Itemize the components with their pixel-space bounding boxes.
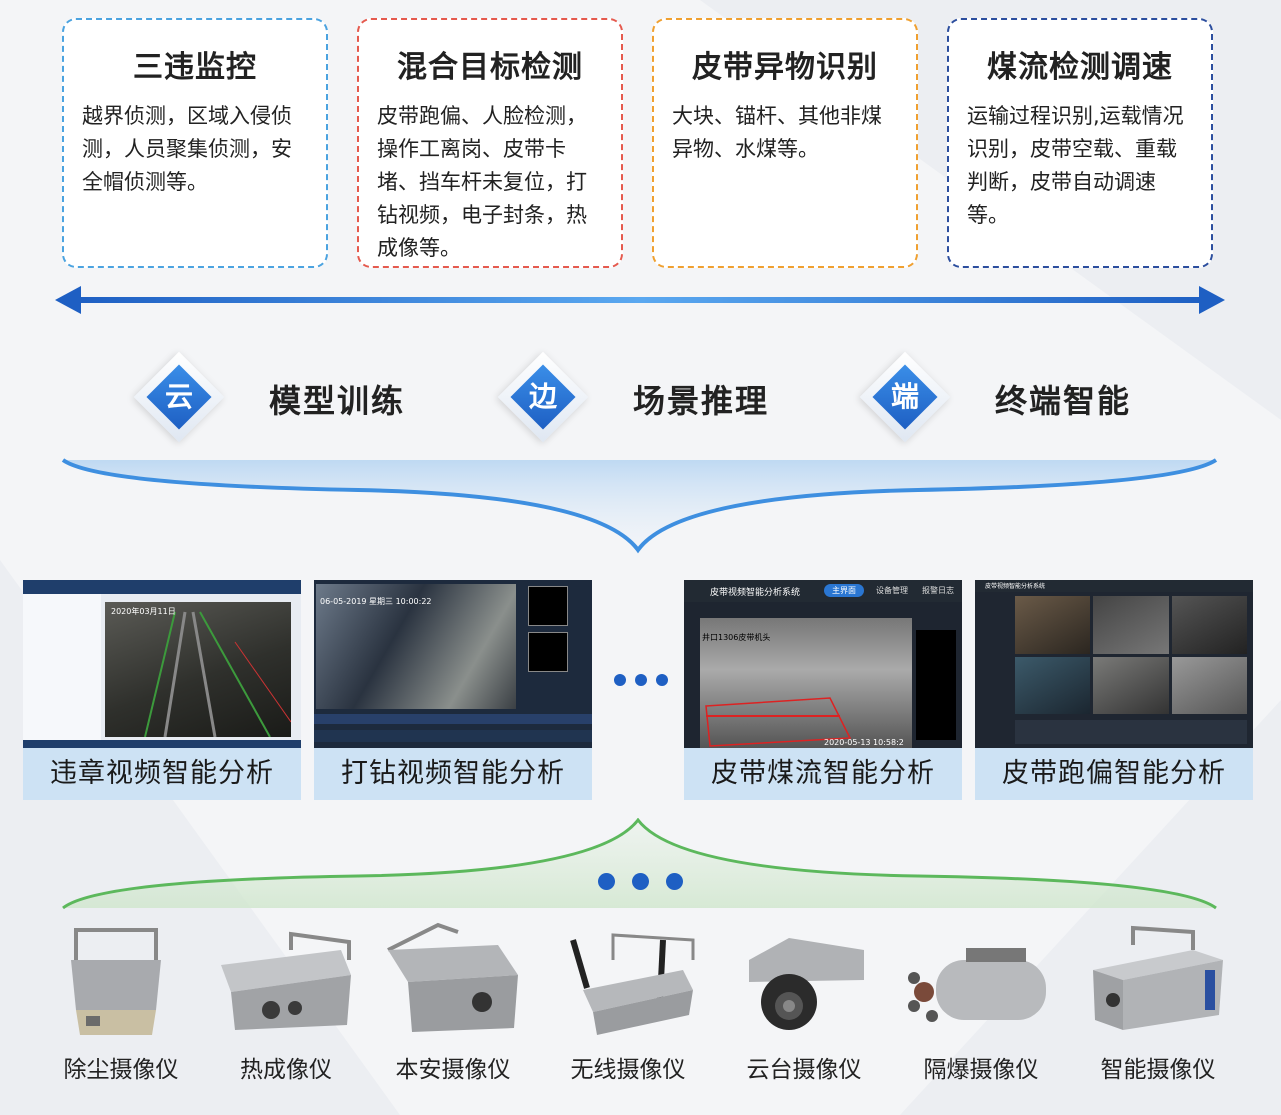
camera-thermal: 热成像仪 [211,920,361,1100]
pillar-label: 场景推理 [633,382,770,420]
video-timestamp: 2020-05-13 10:58:2 [824,738,904,747]
pillar-label: 模型训练 [269,382,406,420]
more-dots [614,671,668,690]
system-title: 皮带视频智能分析系统 [985,583,1046,590]
screen-image: 06-05-2019 星期三 10:00:22 [314,580,592,748]
screenshot-belt-coal-flow: 皮带视频智能分析系统 主界面 设备管理 报警日志 井口1306皮带机头 2020… [684,580,962,800]
double-arrow [55,286,1225,314]
tab-device[interactable]: 设备管理 [876,586,908,595]
system-title: 皮带视频智能分析系统 [710,588,801,598]
card-belt-foreign-object: 皮带异物识别 大块、锚杆、其他非煤异物、水煤等。 [652,18,918,268]
camera-label: 井口1306皮带机头 [702,633,771,642]
camera-dust-removal: 除尘摄像仪 [46,920,196,1100]
card-body: 皮带跑偏、人脸检测，操作工离岗、皮带卡堵、挡车杆未复位，打钻视频，电子封条，热成… [377,104,587,260]
card-title: 皮带异物识别 [692,50,878,85]
diamond-icon: 端 [859,351,951,443]
card-body: 越界侦测，区域入侵侦测，人员聚集侦测，安全帽侦测等。 [82,104,292,194]
green-brace [62,818,1217,910]
screenshot-caption: 违章视频智能分析 [23,748,301,800]
dust-camera-icon [71,928,161,1035]
ptz-camera-icon [749,938,864,1030]
screen-image: 皮带视频智能分析系统 [975,580,1253,748]
explosion-proof-camera-icon [908,948,1046,1022]
card-body: 大块、锚杆、其他非煤异物、水煤等。 [672,104,882,161]
camera-explosion-proof: 隔爆摄像仪 [906,920,1056,1100]
camera-caption: 隔爆摄像仪 [923,1057,1039,1083]
thermal-camera-icon [221,931,351,1030]
video-timestamp: 2020年03月11日 [111,607,176,616]
camera-caption: 本安摄像仪 [395,1057,511,1083]
screenshot-drilling-video: 06-05-2019 星期三 10:00:22 打钻视频智能分析 [314,580,592,800]
camera-intelligent: 智能摄像仪 [1083,920,1233,1100]
tab-main[interactable]: 主界面 [824,584,864,597]
card-hybrid-detection: 混合目标检测 皮带跑偏、人脸检测，操作工离岗、皮带卡堵、挡车杆未复位，打钻视频，… [357,18,623,268]
camera-caption: 热成像仪 [240,1057,332,1083]
blue-brace [61,458,1218,554]
intelligent-camera-icon [1093,925,1223,1030]
camera-caption: 智能摄像仪 [1100,1057,1216,1083]
card-body: 运输过程识别,运载情况识别，皮带空载、重载判断，皮带自动调速等。 [967,104,1184,227]
screenshot-caption: 打钻视频智能分析 [314,748,592,800]
wireless-camera-icon [570,933,695,1035]
pillar-label: 终端智能 [995,382,1132,420]
screenshot-caption: 皮带煤流智能分析 [684,748,962,800]
camera-caption: 云台摄像仪 [746,1057,862,1083]
card-title: 煤流检测调速 [987,50,1173,85]
screen-image: 2020年03月11日 [23,580,301,748]
card-title: 三违监控 [133,50,257,85]
tab-alarm[interactable]: 报警日志 [922,586,954,595]
diamond-icon: 云 [133,351,225,443]
camera-intrinsic-safe: 本安摄像仪 [378,920,528,1100]
intrinsic-camera-icon [387,922,518,1032]
camera-wireless: 无线摄像仪 [553,920,703,1100]
video-timestamp: 06-05-2019 星期三 10:00:22 [320,597,432,606]
camera-ptz: 云台摄像仪 [729,920,879,1100]
screenshot-violation-video: 2020年03月11日 违章视频智能分析 [23,580,301,800]
screen-image: 皮带视频智能分析系统 主界面 设备管理 报警日志 井口1306皮带机头 2020… [684,580,962,748]
camera-caption: 除尘摄像仪 [63,1057,179,1083]
screenshot-caption: 皮带跑偏智能分析 [975,748,1253,800]
card-coal-flow: 煤流检测调速 运输过程识别,运载情况识别，皮带空载、重载判断，皮带自动调速等。 [947,18,1213,268]
camera-caption: 无线摄像仪 [570,1057,686,1083]
screenshot-belt-deviation: 皮带视频智能分析系统 皮带跑偏智能分析 [975,580,1253,800]
diamond-icon: 边 [497,351,589,443]
more-dots [598,873,683,894]
card-san-wei: 三违监控 越界侦测，区域入侵侦测，人员聚集侦测，安全帽侦测等。 [62,18,328,268]
card-title: 混合目标检测 [397,50,583,85]
